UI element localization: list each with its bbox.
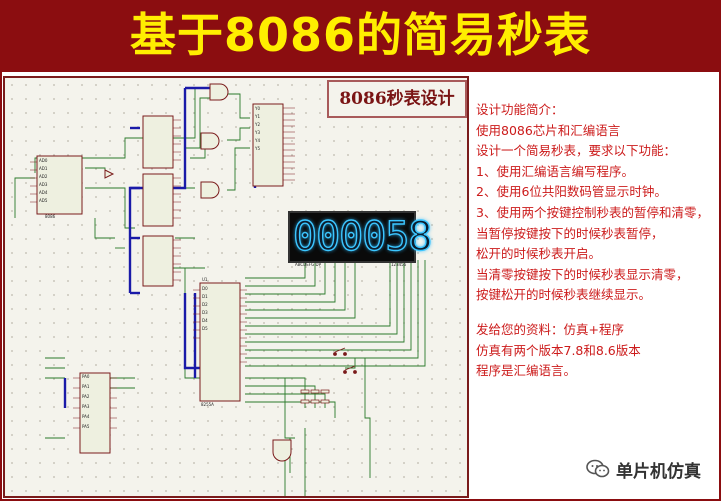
- svg-text:D5: D5: [202, 326, 208, 331]
- description-panel: 设计功能简介： 使用8086芯片和汇编语言 设计一个简易秒表，要求以下功能： 1…: [476, 100, 716, 382]
- title-banner: 基于8086的简易秒表: [0, 0, 721, 72]
- resistors: [300, 389, 330, 404]
- svg-text:D0: D0: [202, 286, 208, 291]
- svg-text:PA5: PA5: [82, 424, 90, 429]
- resources-line: 程序是汇编语言。: [476, 363, 577, 379]
- svg-text:AD0: AD0: [39, 158, 48, 163]
- svg-text:D3: D3: [202, 310, 208, 315]
- svg-text:Y3: Y3: [254, 130, 260, 135]
- svg-text:PA4: PA4: [82, 414, 90, 419]
- svg-text:AD3: AD3: [39, 182, 48, 187]
- svg-text:D2: D2: [202, 302, 208, 307]
- description-line: 1、使用汇编语言编写程序。: [476, 163, 634, 179]
- display-digits: 000058: [292, 213, 433, 260]
- svg-text:8086: 8086: [45, 214, 56, 219]
- wechat-icon: [586, 459, 610, 479]
- description-line: 3、使用两个按键控制秒表的暂停和清零，: [476, 204, 709, 220]
- seven-segment-display: 000058: [288, 211, 433, 263]
- svg-text:Y1: Y1: [254, 114, 260, 119]
- svg-text:123456: 123456: [391, 262, 407, 267]
- description-line: 2、使用6位共阳数码管显示时钟。: [476, 184, 667, 200]
- svg-text:D4: D4: [202, 318, 208, 323]
- description-line: 松开的时候秒表开启。: [476, 246, 602, 262]
- svg-text:PA2: PA2: [82, 394, 90, 399]
- resources-line: 仿真有两个版本7.8和8.6版本: [476, 342, 641, 358]
- description-line: 当清零按键按下的时候秒表显示清零，: [476, 266, 689, 282]
- push-buttons: [333, 347, 357, 374]
- svg-text:8255A: 8255A: [201, 402, 214, 407]
- description-line: 按键松开的时候秒表继续显示。: [476, 287, 652, 303]
- description-line: 当暂停按键按下的时候秒表暂停，: [476, 225, 664, 241]
- watermark: 单片机仿真: [586, 457, 701, 482]
- schematic-header-title: 8086秒表设计: [339, 89, 455, 109]
- description-line: 设计一个简易秒表，要求以下功能：: [476, 143, 677, 159]
- chip-label-u1: U1: [202, 277, 208, 282]
- svg-text:AD1: AD1: [39, 166, 48, 171]
- logic-gates: [104, 83, 292, 462]
- svg-text:Y4: Y4: [254, 138, 260, 143]
- description-line: 设计功能简介：: [476, 102, 564, 117]
- svg-text:D1: D1: [202, 294, 208, 299]
- description-line: 使用8086芯片和汇编语言: [476, 122, 621, 138]
- svg-text:AD5: AD5: [39, 198, 48, 203]
- svg-text:ABCDEFG DP: ABCDEFG DP: [295, 262, 322, 267]
- svg-text:AD2: AD2: [39, 174, 48, 179]
- svg-text:Y2: Y2: [254, 122, 260, 127]
- page-title: 基于8086的简易秒表: [129, 8, 592, 62]
- schematic-header-box: 8086秒表设计: [327, 80, 467, 118]
- svg-text:Y5: Y5: [254, 146, 260, 151]
- svg-text:AD4: AD4: [39, 190, 48, 195]
- chip-pins: [30, 107, 295, 429]
- svg-text:PA0: PA0: [82, 374, 90, 379]
- svg-text:Y0: Y0: [254, 106, 260, 111]
- spacer: [476, 306, 716, 320]
- resources-line: 发给您的资料：仿真+程序: [476, 321, 624, 337]
- watermark-label: 单片机仿真: [616, 461, 701, 482]
- svg-text:PA3: PA3: [82, 404, 90, 409]
- svg-text:PA1: PA1: [82, 384, 90, 389]
- schematic-chips: [36, 103, 284, 454]
